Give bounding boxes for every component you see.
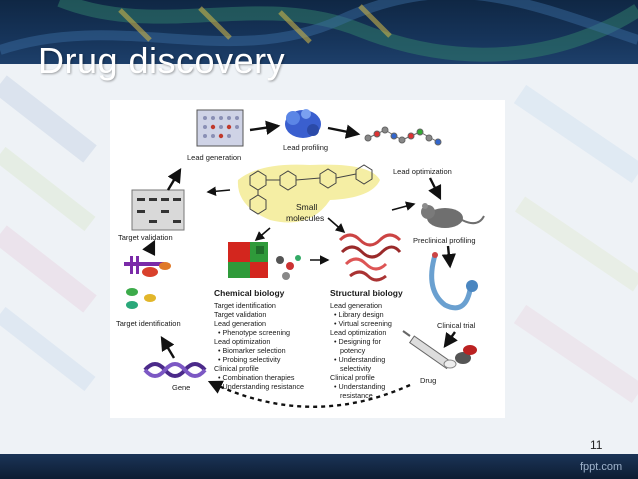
slide-title: Drug discovery: [38, 40, 286, 81]
struct-line: • Understanding: [334, 382, 385, 391]
struct-line: selectivity: [340, 364, 372, 373]
label-lead-profiling: Lead profiling: [283, 143, 328, 152]
chemical-biology-list: Chemical biology Target identification T…: [214, 288, 304, 391]
structural-biology-heading: Structural biology: [330, 288, 403, 298]
dna-decoration: [0, 0, 638, 62]
lead-optimization-molecule-icon: [364, 126, 442, 146]
chem-line: • Biomarker selection: [218, 346, 286, 355]
label-gene: Gene: [172, 383, 190, 392]
target-identification-icon: [124, 256, 171, 309]
struct-line: • Understanding: [334, 355, 385, 364]
center-label-line2: molecules: [286, 213, 324, 223]
central-arrows: [206, 186, 416, 265]
small-molecules-blob: [237, 164, 380, 223]
label-clinical-trial: Clinical trial: [437, 321, 476, 330]
protein-structure-icon: [338, 233, 402, 282]
label-lead-generation: Lead generation: [187, 153, 241, 162]
label-target-validation: Target validation: [118, 233, 173, 242]
cycle-diagram: Lead generation Lead profiling Lead opti…: [116, 109, 485, 408]
chemical-biology-heading: Chemical biology: [214, 288, 285, 298]
arrow-validation-to-lead-gen: [166, 167, 182, 191]
arrow-profiling-to-optimization: [327, 124, 361, 139]
struct-line: Lead optimization: [330, 328, 386, 337]
chem-line: Clinical profile: [214, 364, 259, 373]
arrow-clinical-to-drug: [443, 331, 458, 348]
cycle-arrows: [142, 120, 458, 359]
chem-line: Lead optimization: [214, 337, 270, 346]
label-lead-optimization: Lead optimization: [393, 167, 452, 176]
stethoscope-icon: [429, 252, 478, 311]
title-band: [0, 0, 638, 64]
struct-line: resistance: [340, 391, 373, 400]
footer-band: [0, 454, 638, 479]
center-label-line1: Small: [296, 202, 317, 212]
chem-line: • Understanding resistance: [218, 382, 304, 391]
small-molecule-structure-icon: [249, 164, 373, 215]
struct-line: Clinical profile: [330, 373, 375, 382]
gene-dna-icon: [143, 362, 207, 378]
chem-line: Lead generation: [214, 319, 266, 328]
arrow-optimization-to-preclinical: [428, 177, 442, 201]
arrow-identification-to-validation: [142, 239, 156, 256]
label-target-identification: Target identification: [116, 319, 181, 328]
arrow-gene-to-identification: [160, 335, 176, 359]
page-number: 11: [590, 438, 603, 452]
chem-line: • Phenotype screening: [218, 328, 290, 337]
struct-line: • Library design: [334, 310, 384, 319]
chem-line: Target validation: [214, 310, 266, 319]
lead-profiling-protein-icon: [285, 109, 321, 138]
label-preclinical-profiling: Preclinical profiling: [413, 236, 476, 245]
lead-generation-plate-icon: [196, 109, 244, 147]
struct-line: Lead generation: [330, 301, 382, 310]
structural-biology-list: Structural biology Lead generation • Lib…: [330, 288, 403, 400]
drug-discovery-cycle-figure: Lead generation Lead profiling Lead opti…: [110, 100, 505, 418]
arrow-preclinical-to-clinical: [441, 245, 456, 269]
struct-line: potency: [340, 346, 366, 355]
struct-line: • Designing for: [334, 337, 381, 346]
docked-molecule-icon: [276, 255, 301, 280]
chem-line: • Probing selectivity: [218, 355, 281, 364]
chem-line: • Combination therapies: [218, 373, 295, 382]
background-stripes: [0, 75, 638, 404]
label-drug: Drug: [420, 376, 436, 385]
target-validation-gel-icon: [131, 189, 185, 231]
chem-line: Target identification: [214, 301, 276, 310]
heatmap-icon: [228, 242, 268, 278]
syringe-pills-icon: [402, 330, 477, 370]
brand-watermark: fppt.com: [580, 461, 623, 473]
mouse-icon: [421, 203, 485, 228]
struct-line: • Virtual screening: [334, 319, 392, 328]
dashed-return-arrow: [207, 380, 411, 408]
arrow-lead-gen-to-profiling: [249, 120, 281, 135]
